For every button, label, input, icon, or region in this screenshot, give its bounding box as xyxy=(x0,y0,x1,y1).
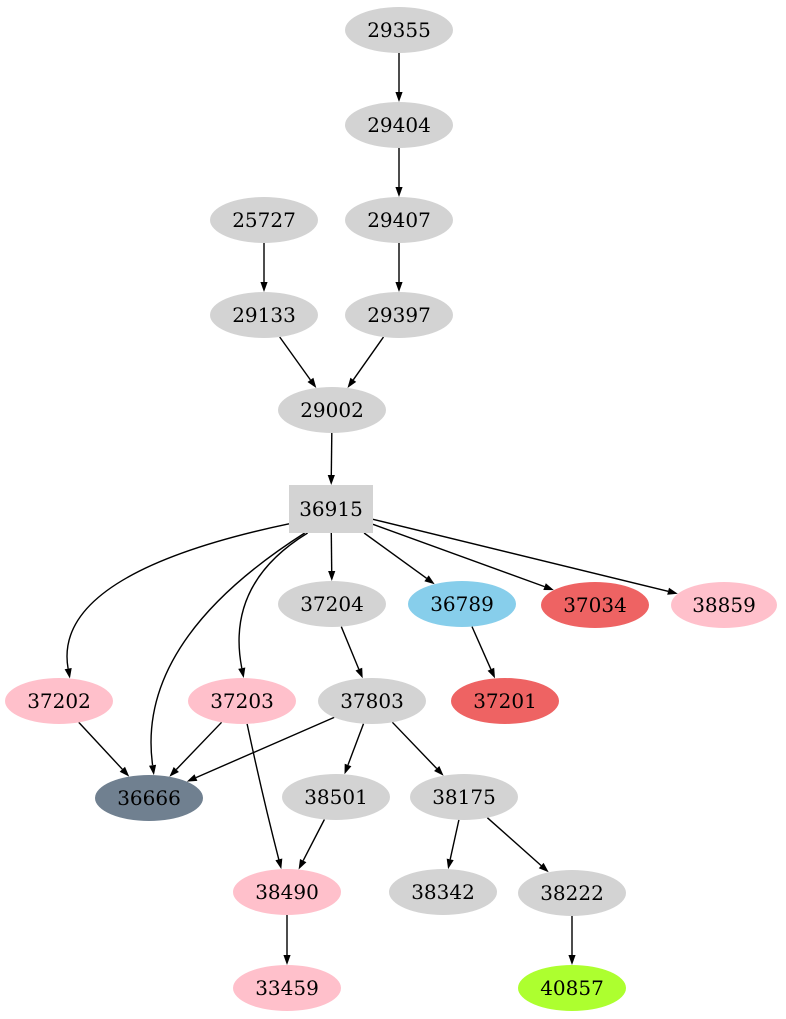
arrowhead-icon-36915-to-37203 xyxy=(238,667,246,678)
edge-37204-to-37803 xyxy=(340,626,360,670)
graph-node-ellipse-29133 xyxy=(210,292,318,338)
graph-node-box-36915 xyxy=(289,485,373,533)
node-label-38222: 38222 xyxy=(540,881,604,905)
arrowhead-icon-29397-to-29002 xyxy=(347,377,357,388)
edge-37202-to-36666 xyxy=(78,721,123,770)
edge-38501-to-38490 xyxy=(302,819,326,861)
edge-37803-to-38175 xyxy=(391,721,438,769)
graph-node-ellipse-36789 xyxy=(408,581,516,627)
edge-29397-to-29002 xyxy=(352,336,385,381)
edge-29002-to-36915 xyxy=(330,432,333,476)
arrowhead-icon-37203-to-36666 xyxy=(169,767,179,777)
edge-36915-to-36666 xyxy=(150,532,306,766)
node-label-37204: 37204 xyxy=(300,592,364,616)
graph-node-ellipse-37201 xyxy=(451,678,559,724)
graph-node-ellipse-29397 xyxy=(345,292,453,338)
node-label-38342: 38342 xyxy=(411,880,475,904)
graph-node-ellipse-29407 xyxy=(345,197,453,243)
arrowhead-icon-29002-to-36915 xyxy=(327,475,335,485)
graph-node-ellipse-37204 xyxy=(278,581,386,627)
edge-37203-to-38490 xyxy=(246,723,280,860)
edge-37203-to-36666 xyxy=(175,721,223,770)
arrowhead-icon-25727-to-29133 xyxy=(260,282,268,292)
arrowhead-icon-36789-to-37201 xyxy=(487,667,495,679)
node-label-37803: 37803 xyxy=(340,689,404,713)
node-label-33459: 33459 xyxy=(255,976,319,1000)
node-label-25727: 25727 xyxy=(232,208,296,232)
arrowhead-icon-29404-to-29407 xyxy=(395,187,403,197)
graph-node-ellipse-29355 xyxy=(345,7,453,53)
graph-node-ellipse-36666 xyxy=(95,775,203,821)
graph-node-ellipse-38490 xyxy=(233,869,341,915)
edge-37803-to-38501 xyxy=(347,723,365,766)
node-label-29133: 29133 xyxy=(232,303,296,327)
node-label-37201: 37201 xyxy=(473,689,537,713)
graph-node-ellipse-33459 xyxy=(233,965,341,1011)
node-label-38859: 38859 xyxy=(692,593,756,617)
graph-node-ellipse-37203 xyxy=(188,678,296,724)
graph-node-ellipse-38859 xyxy=(671,582,777,628)
node-label-40857: 40857 xyxy=(540,976,604,1000)
arrowhead-icon-36915-to-37204 xyxy=(328,571,336,581)
edge-36915-to-37034 xyxy=(372,523,545,588)
arrowhead-icon-37204-to-37803 xyxy=(355,667,363,679)
node-label-36915: 36915 xyxy=(299,497,363,521)
graph-node-ellipse-25727 xyxy=(210,197,318,243)
edge-36915-to-38859 xyxy=(372,518,669,592)
arrowhead-icon-36915-to-37202 xyxy=(64,668,72,679)
arrowhead-icon-37803-to-36666 xyxy=(186,774,198,782)
graph-node-ellipse-37202 xyxy=(5,678,113,724)
arrowhead-icon-29407-to-29397 xyxy=(395,282,403,292)
edge-37803-to-36666 xyxy=(195,716,335,779)
graph-node-ellipse-38342 xyxy=(389,869,497,915)
node-label-37203: 37203 xyxy=(210,689,274,713)
edge-36915-to-37202 xyxy=(66,523,290,669)
arrowhead-icon-38175-to-38342 xyxy=(446,858,454,870)
graph-node-ellipse-29404 xyxy=(345,102,453,148)
node-label-38501: 38501 xyxy=(304,785,368,809)
arrowhead-icon-36915-to-36666 xyxy=(149,764,157,776)
node-label-37202: 37202 xyxy=(27,689,91,713)
graph-node-ellipse-38175 xyxy=(410,774,518,820)
arrowhead-icon-38501-to-38490 xyxy=(298,859,307,870)
graph-node-ellipse-40857 xyxy=(518,965,626,1011)
graph-node-ellipse-29002 xyxy=(278,387,386,433)
graph-node-ellipse-38501 xyxy=(282,774,390,820)
edge-36915-to-36789 xyxy=(363,532,428,579)
arrowhead-icon-36915-to-36789 xyxy=(424,575,435,585)
node-label-29355: 29355 xyxy=(367,18,431,42)
graph-node-ellipse-38222 xyxy=(518,870,626,916)
node-label-36666: 36666 xyxy=(117,786,181,810)
arrowhead-icon-37202-to-36666 xyxy=(119,766,130,777)
edge-36789-to-37201 xyxy=(471,626,492,670)
edge-29133-to-29002 xyxy=(279,336,311,381)
arrowhead-icon-38222-to-40857 xyxy=(568,955,576,965)
graph-node-ellipse-37034 xyxy=(541,582,649,628)
arrowhead-icon-29133-to-29002 xyxy=(307,377,317,388)
node-label-29407: 29407 xyxy=(367,208,431,232)
graph-node-ellipse-37803 xyxy=(318,678,426,724)
edge-36915-to-37203 xyxy=(238,532,308,669)
edge-38175-to-38342 xyxy=(449,819,460,860)
node-label-36789: 36789 xyxy=(430,592,494,616)
node-label-37034: 37034 xyxy=(563,593,627,617)
edge-38175-to-38222 xyxy=(486,817,542,867)
node-label-29002: 29002 xyxy=(300,398,364,422)
node-label-29397: 29397 xyxy=(367,303,431,327)
arrowhead-icon-36915-to-38859 xyxy=(667,587,678,595)
arrowhead-icon-38175-to-38222 xyxy=(538,862,549,873)
arrowhead-icon-36915-to-37034 xyxy=(543,583,554,591)
arrowhead-icon-37203-to-38490 xyxy=(275,858,283,870)
node-label-29404: 29404 xyxy=(367,113,431,137)
node-label-38490: 38490 xyxy=(255,880,319,904)
node-label-38175: 38175 xyxy=(432,785,496,809)
arrowhead-icon-38490-to-33459 xyxy=(283,955,291,965)
arrowhead-icon-37803-to-38175 xyxy=(434,766,444,776)
arrowhead-icon-37803-to-38501 xyxy=(344,763,352,775)
arrowhead-icon-29355-to-29404 xyxy=(395,92,403,102)
